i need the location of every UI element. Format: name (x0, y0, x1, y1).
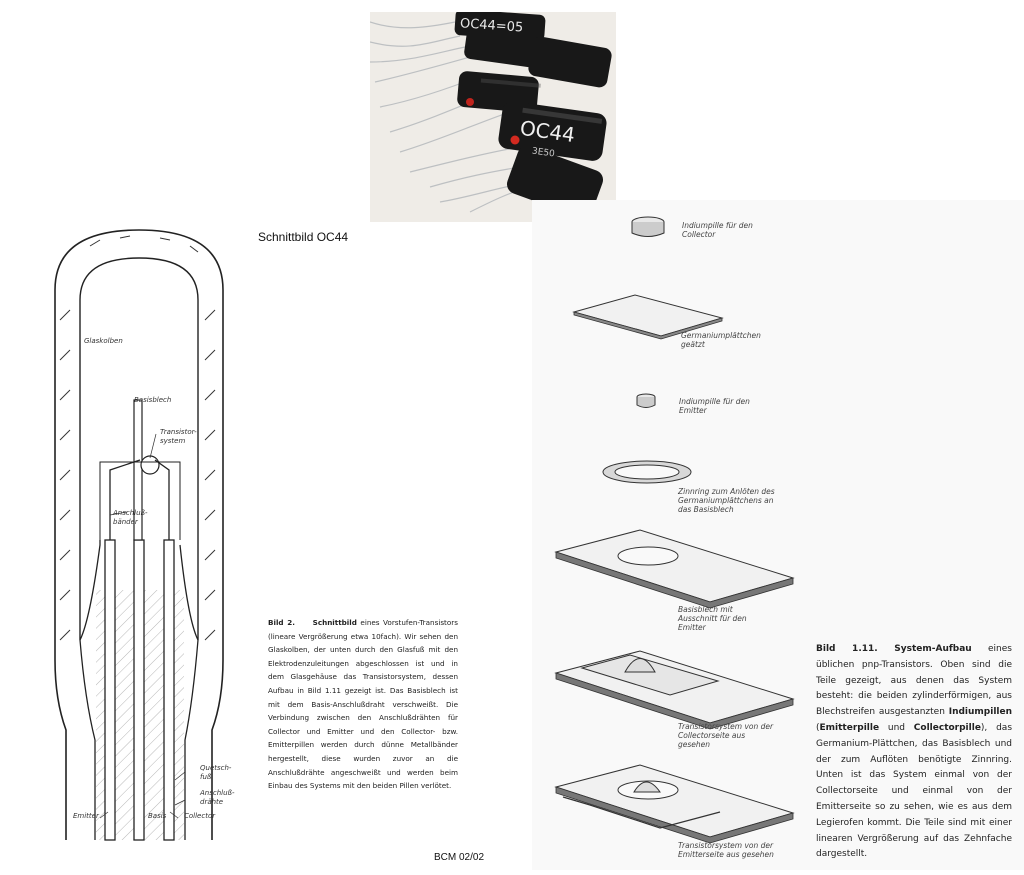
label-indium-emitter: Indiumpille für den Emitter (679, 397, 750, 415)
transistor-photo: OC44=05 OC44 3E50 (370, 12, 616, 222)
label-basis: Basis (148, 812, 167, 820)
caption-bild-1-11-part2: ( (816, 722, 820, 733)
caption-bild-1-11-part3: und (879, 722, 914, 733)
label-anschlussbaender: Anschluß-bänder (113, 509, 148, 526)
transistor-photo-svg: OC44=05 OC44 3E50 (370, 12, 616, 222)
page-title: Schnittbild OC44 (258, 230, 349, 244)
label-system-emitter: Transistorsystem von der Emitterseite au… (678, 841, 774, 859)
system-aufbau-svg (554, 216, 795, 844)
label-transistorsystem: Transistor-system (160, 428, 197, 445)
label-indium-collector: Indiumpille für den Collector (682, 221, 753, 239)
photo-label-top: OC44=05 (459, 16, 523, 35)
label-emitter: Emitter (73, 812, 99, 820)
system-aufbau-figure (532, 200, 1024, 870)
label-anschlussdraehte: Anschluß-drähte (200, 789, 235, 806)
caption-bild-1-11-bold3: Collectorpille (913, 722, 981, 733)
label-system-collector: Transistorsystem von der Collectorseite … (678, 722, 774, 749)
page-footer: BCM 02/02 (434, 852, 485, 863)
caption-bild-1-11-part4: ), das Germanium-Plättchen, das Basisble… (816, 722, 1013, 860)
label-glaskolben: Glaskolben (84, 337, 123, 345)
caption-bild-2: Bild 2. Schnittbild eines Vorstufen-Tran… (268, 616, 458, 793)
label-collector: Collector (184, 812, 216, 820)
caption-bild-1-11-bold1: Indiumpillen (948, 707, 1012, 718)
cross-section-drawing (0, 210, 260, 850)
label-zinnring: Zinnring zum Anlöten des Germaniumplättc… (678, 487, 775, 514)
label-basisblech: Basisblech (134, 396, 172, 404)
caption-bild-2-text: eines Vorstufen-Transistors (lineare Ver… (268, 618, 458, 791)
caption-bild-1-11-part1: eines üblichen pnp-Transistors. Oben sin… (816, 644, 1012, 718)
cross-section-svg (54, 229, 224, 841)
caption-bild-1-11: Bild 1.11. System-Aufbau eines üblichen … (816, 642, 1012, 863)
label-basisblech-ausschnitt: Basisblech mit Ausschnitt für den Emitte… (678, 605, 747, 632)
caption-bild-1-11-bold2: Emitterpille (819, 722, 880, 733)
caption-bild-2-fig: Bild 2. (268, 618, 296, 627)
label-quetschfuss: Quetsch-fuß (200, 764, 232, 781)
photo-label-code: 3E50 (531, 146, 555, 159)
label-germanium: Germaniumplättchen geätzt (681, 331, 761, 349)
caption-bild-2-bold: Schnittbild (312, 618, 357, 627)
caption-bild-1-11-fig: Bild 1.11. System-Aufbau (816, 644, 972, 654)
